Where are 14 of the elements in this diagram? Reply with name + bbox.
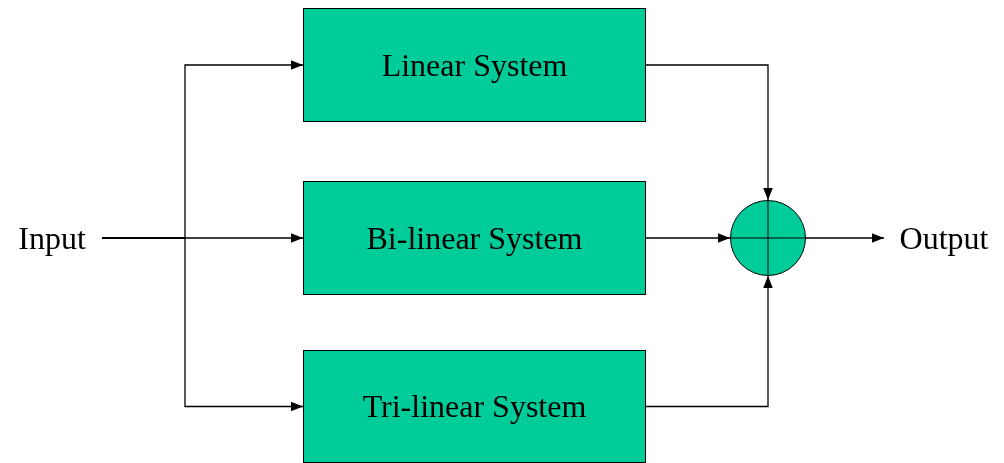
arrow [645,233,731,243]
summing-junction [730,200,806,276]
system-box [303,181,646,295]
node-label: Tri-linear System [362,388,587,425]
arrow [645,64,773,201]
arrow [645,275,773,408]
arrow [805,233,885,243]
arrow [101,237,304,412]
system-box [303,8,646,122]
node-label: Output [899,219,989,257]
node-label: Input [18,219,86,257]
node-label: Linear System [381,46,568,84]
node-label: Bi-linear System [366,219,583,257]
system-box [303,350,646,463]
